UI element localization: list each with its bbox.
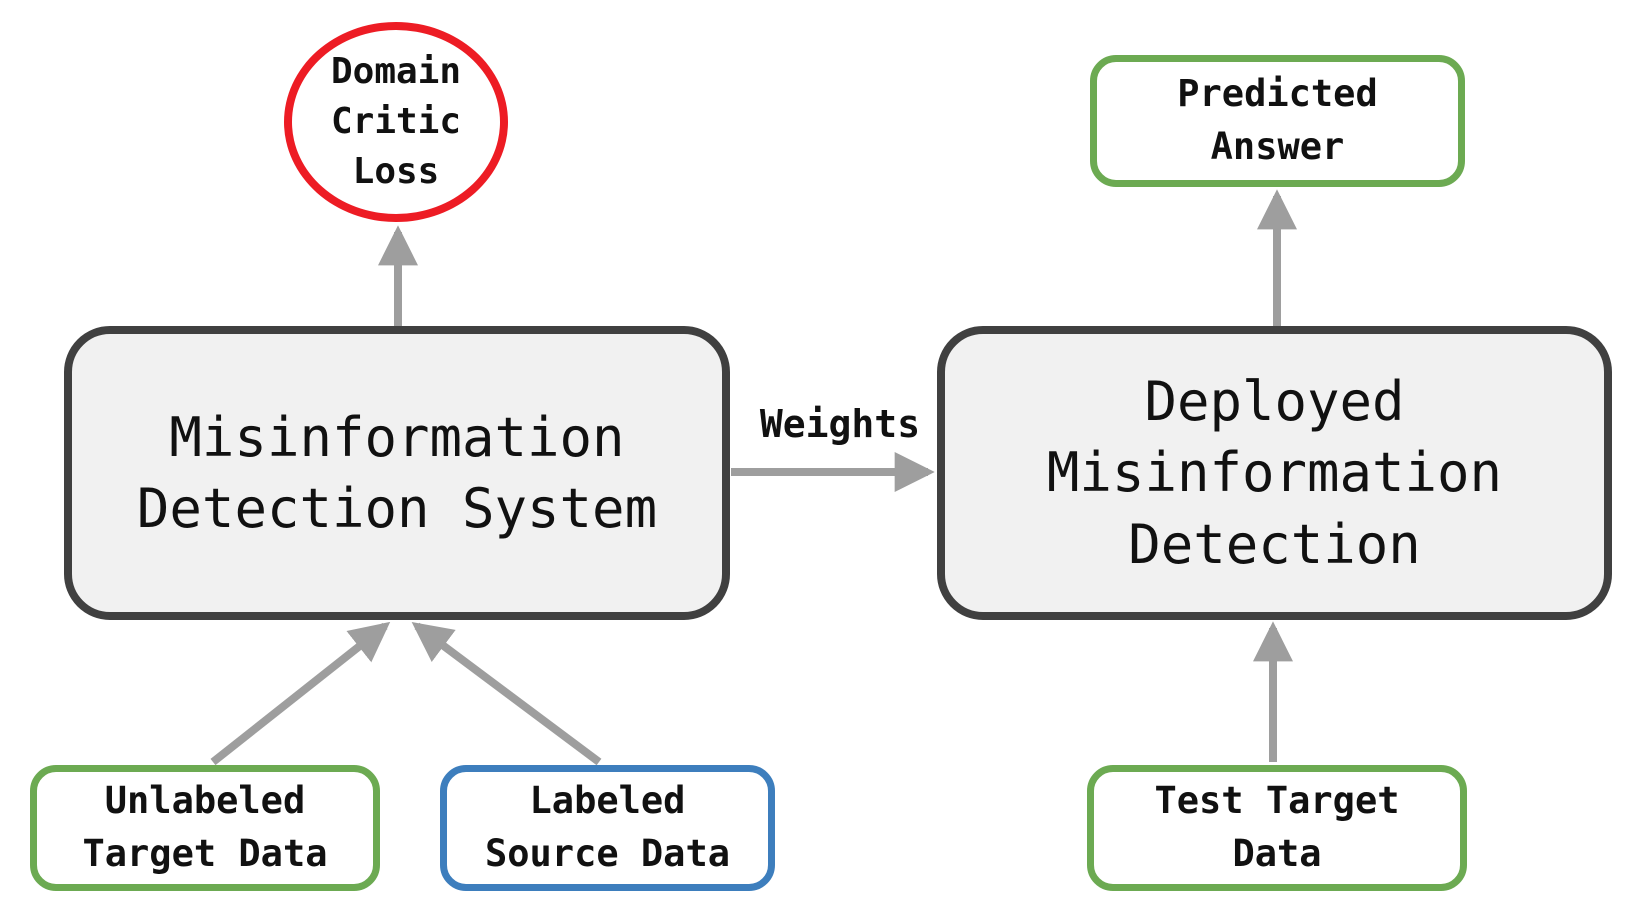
domain-critic-loss-label: Domain Critic Loss bbox=[330, 50, 462, 193]
test-target-data-label: Test Target Data bbox=[1154, 779, 1400, 875]
node-test-target-data: Test Target Data bbox=[1087, 765, 1467, 891]
node-deployed-misinformation-detection: Deployed Misinformation Detection bbox=[937, 326, 1612, 620]
arrow-unlabeled-to-system bbox=[210, 621, 391, 766]
node-labeled-source-data: Labeled Source Data bbox=[440, 765, 775, 891]
deployed-misinformation-detection-label: Deployed Misinformation Detection bbox=[1046, 370, 1503, 576]
node-misinformation-detection-system: Misinformation Detection System bbox=[64, 326, 730, 620]
labeled-source-data-label: Labeled Source Data bbox=[484, 779, 731, 875]
misinformation-detection-system-label: Misinformation Detection System bbox=[136, 405, 658, 540]
arrow-labeled-to-system bbox=[411, 622, 602, 766]
weights-edge-label: Weights bbox=[759, 402, 921, 446]
unlabeled-target-data-label: Unlabeled Target Data bbox=[82, 779, 328, 875]
node-domain-critic-loss: Domain Critic Loss bbox=[284, 22, 508, 222]
predicted-answer-label: Predicted Answer bbox=[1177, 72, 1378, 168]
node-unlabeled-target-data: Unlabeled Target Data bbox=[30, 765, 380, 891]
node-predicted-answer: Predicted Answer bbox=[1090, 55, 1465, 187]
